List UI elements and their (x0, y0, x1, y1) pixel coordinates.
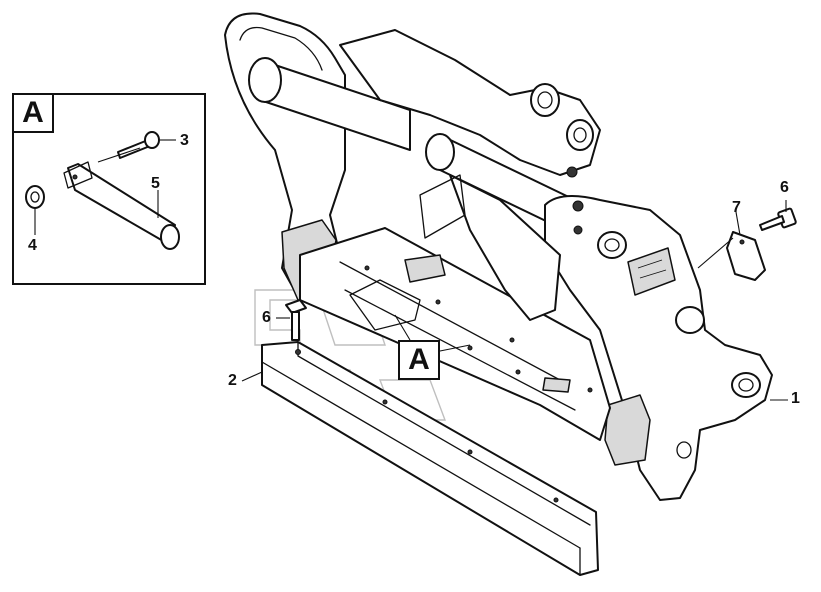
detail-a-contents (25, 131, 180, 250)
callout-3: 3 (180, 132, 189, 149)
detail-a-inset (12, 93, 206, 285)
part-2-edge-bar (261, 341, 599, 576)
part-7-cover-plate (726, 231, 766, 281)
callout-2: 2 (228, 372, 237, 389)
callout-5: 5 (151, 175, 160, 192)
callout-6-left: 6 (262, 309, 271, 326)
callout-1: 1 (791, 390, 800, 407)
part-1-coupler-frame (224, 12, 773, 501)
part-6-bolt-left (285, 299, 307, 341)
part-6-bolt-right (759, 207, 797, 231)
detail-a-reference-label: A (398, 340, 440, 380)
callout-6-right: 6 (780, 179, 789, 196)
detail-a-inset-label: A (14, 95, 54, 133)
callout-7: 7 (732, 199, 741, 216)
callout-4: 4 (28, 237, 37, 254)
